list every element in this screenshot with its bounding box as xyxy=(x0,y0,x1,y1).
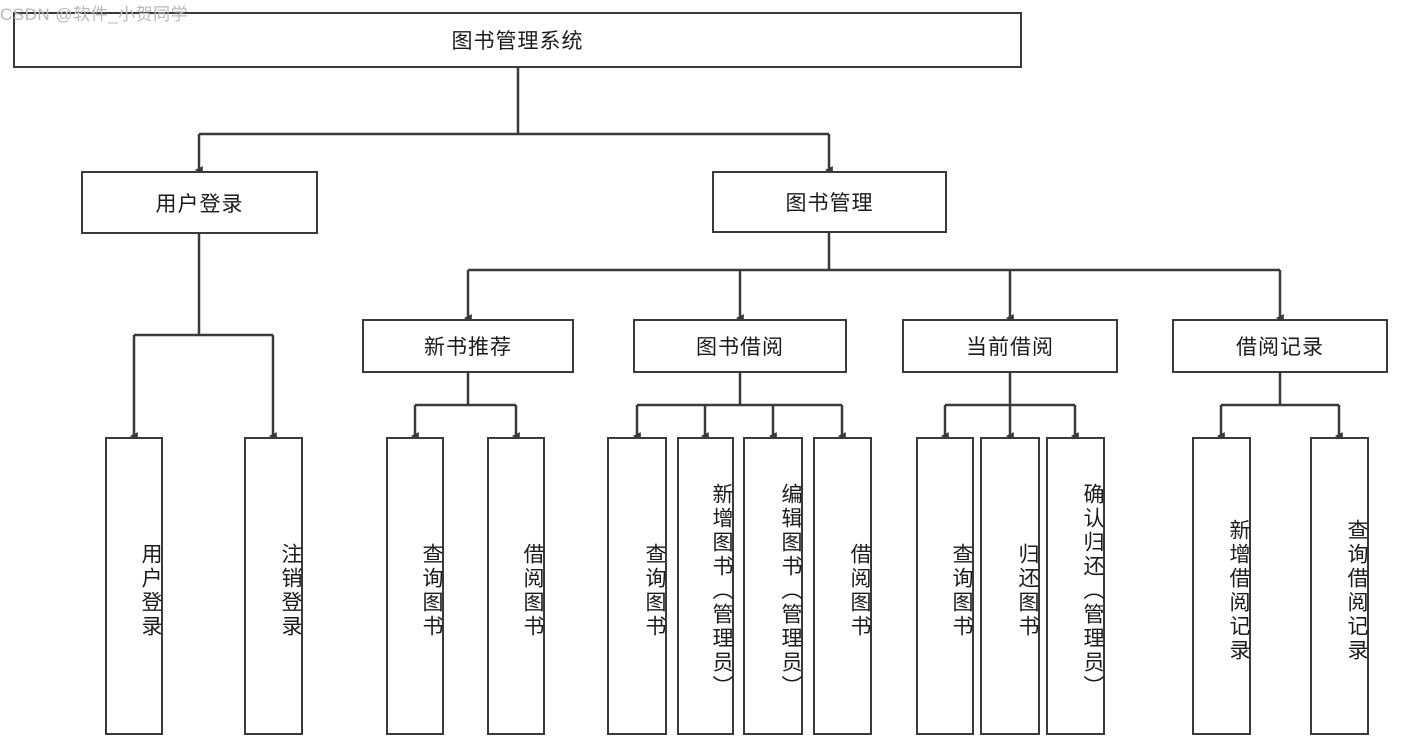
level2-node-2-label: 当前借阅 xyxy=(966,336,1054,359)
leaf-node-1-label: 注销登录 xyxy=(279,543,302,639)
leaf-node-5[interactable]: 新增图书（管理员） xyxy=(677,437,734,735)
leaf-node-6-label: 编辑图书（管理员） xyxy=(779,483,802,699)
leaf-node-4-label: 查询图书 xyxy=(643,543,666,639)
level2-node-0[interactable]: 新书推荐 xyxy=(362,319,574,373)
leaf-node-3-label: 借阅图书 xyxy=(521,543,544,639)
level2-node-0-label: 新书推荐 xyxy=(424,336,512,359)
leaf-node-11-label: 新增借阅记录 xyxy=(1227,519,1250,663)
leaf-node-0[interactable]: 用户登录 xyxy=(105,437,163,735)
level1-node-0[interactable]: 用户登录 xyxy=(81,171,318,234)
level2-node-1-label: 图书借阅 xyxy=(696,336,784,359)
leaf-node-8-label: 查询图书 xyxy=(950,543,973,639)
leaf-node-9-label: 归还图书 xyxy=(1016,543,1039,639)
leaf-node-3[interactable]: 借阅图书 xyxy=(487,437,545,735)
leaf-node-10-label: 确认归还（管理员） xyxy=(1081,483,1104,699)
leaf-node-6[interactable]: 编辑图书（管理员） xyxy=(743,437,803,735)
leaf-node-7-label: 借阅图书 xyxy=(848,543,871,639)
level2-node-3-label: 借阅记录 xyxy=(1236,336,1324,359)
leaf-node-4[interactable]: 查询图书 xyxy=(607,437,667,735)
level1-node-1[interactable]: 图书管理 xyxy=(712,171,947,233)
leaf-node-12-label: 查询借阅记录 xyxy=(1345,519,1368,663)
leaf-node-10[interactable]: 确认归还（管理员） xyxy=(1046,437,1105,735)
level2-node-2[interactable]: 当前借阅 xyxy=(902,319,1118,373)
leaf-node-12[interactable]: 查询借阅记录 xyxy=(1310,437,1369,735)
leaf-node-11[interactable]: 新增借阅记录 xyxy=(1192,437,1251,735)
level2-node-1[interactable]: 图书借阅 xyxy=(633,319,847,373)
level2-node-3[interactable]: 借阅记录 xyxy=(1172,319,1388,373)
leaf-node-9[interactable]: 归还图书 xyxy=(980,437,1040,735)
watermark: CSDN @软件_小贺同学 xyxy=(0,5,189,24)
root-node-0-label: 图书管理系统 xyxy=(451,30,584,53)
root-node-0[interactable]: 图书管理系统 xyxy=(13,12,1022,68)
leaf-node-8[interactable]: 查询图书 xyxy=(916,437,974,735)
leaf-node-5-label: 新增图书（管理员） xyxy=(710,483,733,699)
leaf-node-2[interactable]: 查询图书 xyxy=(386,437,444,735)
leaf-node-1[interactable]: 注销登录 xyxy=(244,437,303,735)
leaf-node-0-label: 用户登录 xyxy=(139,543,162,639)
level1-node-0-label: 用户登录 xyxy=(155,192,244,216)
leaf-node-7[interactable]: 借阅图书 xyxy=(813,437,872,735)
level1-node-1-label: 图书管理 xyxy=(785,192,874,215)
leaf-node-2-label: 查询图书 xyxy=(420,543,443,639)
